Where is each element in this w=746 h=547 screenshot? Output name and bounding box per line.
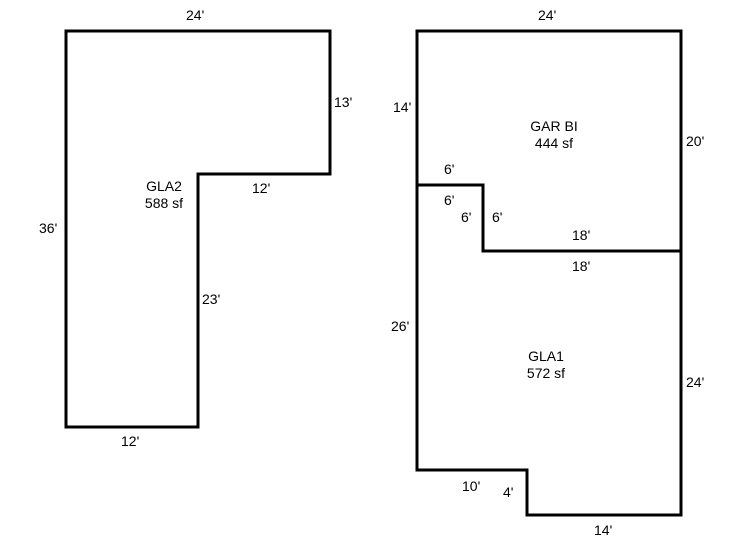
right-dim-right-upper: 20' (686, 133, 704, 149)
gla2-dim-bottom: 12' (121, 433, 139, 449)
right-dim-divider-top: 18' (572, 227, 590, 243)
right-dim-bottom-left: 10' (462, 478, 480, 494)
right-dim-left-upper: 14' (393, 99, 411, 115)
gla1-area-size: 572 sf (527, 365, 565, 381)
gla2-outline (64, 29, 332, 429)
gla2-area-name: GLA2 (146, 178, 182, 194)
gla2-dim-right-upper: 13' (334, 94, 352, 110)
gla2-dim-left: 36' (39, 220, 57, 236)
garage-outline (415, 29, 683, 251)
gla2-dim-top: 24' (186, 7, 204, 23)
right-dim-notch-top-outer: 6' (444, 161, 454, 177)
notch-and-divider (417, 183, 681, 253)
right-dim-notch-left: 6' (461, 209, 471, 225)
gla2-dim-step: 12' (252, 180, 270, 196)
right-dim-top: 24' (538, 7, 556, 23)
garage-area-name: GAR BI (530, 118, 577, 134)
right-dim-bottom-right: 14' (594, 522, 612, 538)
right-dim-left-lower: 26' (391, 318, 409, 334)
right-dim-bottom-step: 4' (503, 484, 513, 500)
right-dim-right-lower: 24' (686, 374, 704, 390)
gla1-outline (415, 185, 683, 517)
gla2-area-size: 588 sf (145, 195, 183, 211)
gla2-dim-inner-vertical: 23' (202, 291, 220, 307)
right-dim-divider-bottom: 18' (572, 258, 590, 274)
garage-area-size: 444 sf (535, 135, 573, 151)
right-dim-notch-right: 6' (492, 209, 502, 225)
gla1-area-name: GLA1 (528, 348, 564, 364)
right-dim-notch-top-inner: 6' (444, 192, 454, 208)
